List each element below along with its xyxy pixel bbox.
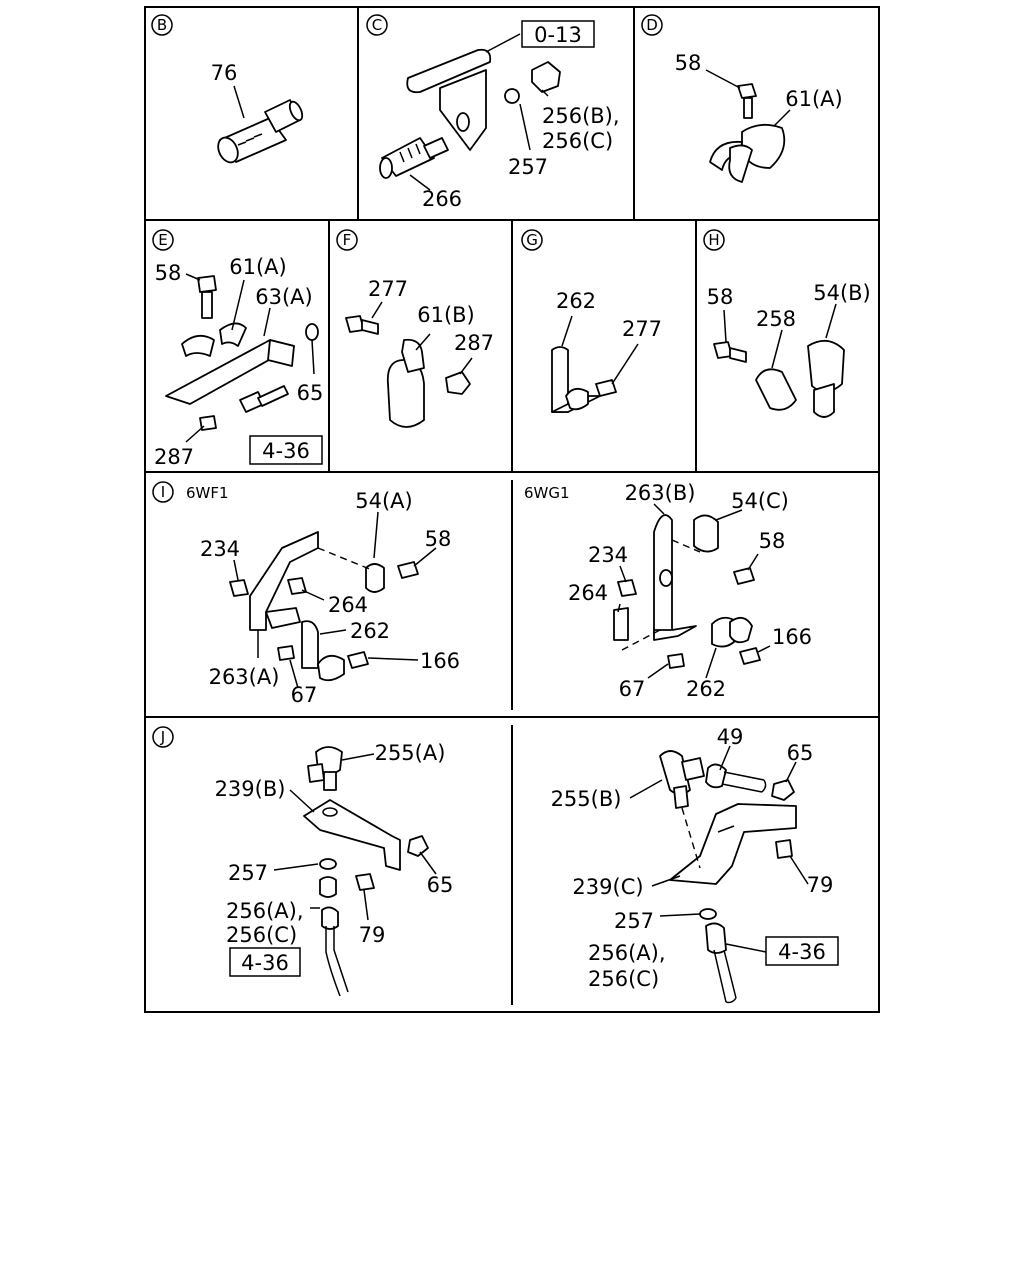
part-label-256-a: 256(A), [588, 941, 666, 965]
part-label-258: 258 [756, 307, 796, 331]
part-label-79: 79 [807, 873, 834, 897]
panel-f-letter: F [343, 231, 352, 249]
panel-j-left: J 4-36 255(A) 239(B) 257 65 256(A), 256(… [152, 726, 454, 997]
panel-c: C 0-13 256(B), 256(C) 257 266 [366, 14, 620, 211]
part-label-54-b: 54(B) [813, 281, 871, 305]
part-label-287: 287 [454, 331, 494, 355]
part-label-263-a: 263(A) [209, 665, 280, 689]
diagram-grid [144, 6, 880, 1013]
panel-i-letter: I [161, 483, 165, 501]
part-label-239-b: 239(B) [215, 777, 286, 801]
part-label-58: 58 [759, 529, 786, 553]
part-label-166: 166 [772, 625, 812, 649]
part-label-65: 65 [297, 381, 324, 405]
part-label-266: 266 [422, 187, 462, 211]
panel-i-left: I 6WF1 234 54(A) 58 264 262 166 263(A) [152, 481, 460, 707]
panel-g-letter: G [526, 231, 538, 249]
part-bracket-drawing [659, 750, 797, 1004]
part-label-65: 65 [787, 741, 814, 765]
panel-b: B 76 [151, 14, 304, 164]
panel-i-variant-6wf1: 6WF1 [186, 484, 229, 502]
part-bracket-drawing [303, 746, 429, 997]
part-label-67: 67 [619, 677, 646, 701]
part-label-264: 264 [568, 581, 608, 605]
part-label-63-a: 63(A) [255, 285, 312, 309]
ref-0-13: 0-13 [534, 23, 582, 47]
part-label-58: 58 [425, 527, 452, 551]
part-bracket-drawing [379, 48, 561, 179]
panel-c-letter: C [372, 16, 382, 34]
part-label-61-b: 61(B) [417, 303, 475, 327]
panel-i-variant-6wg1: 6WG1 [524, 484, 570, 502]
part-label-239-c: 239(C) [572, 875, 643, 899]
panel-g: G 262 277 [521, 229, 662, 413]
ref-box-4-36 [229, 947, 301, 977]
part-label-166: 166 [420, 649, 460, 673]
part-label-277: 277 [368, 277, 408, 301]
part-clip-drawing [345, 315, 471, 428]
panel-i-right: 6WG1 263(B) 54(C) 58 234 264 166 67 [524, 481, 812, 701]
panel-j-right: 4-36 49 65 255(B) 239(C) 79 257 256(A) [551, 725, 839, 1004]
part-bracket-drawing [229, 531, 419, 682]
part-label-61-a: 61(A) [785, 87, 842, 111]
ref-4-36-e: 4-36 [262, 439, 310, 463]
part-label-61-a: 61(A) [229, 255, 286, 279]
panel-d-letter: D [646, 16, 658, 34]
part-label-255-a: 255(A) [375, 741, 446, 765]
part-label-256-b: 256(B), [542, 104, 620, 128]
part-clamp-drawing [709, 83, 786, 183]
part-bracket-drawing [551, 346, 617, 413]
part-label-54-a: 54(A) [355, 489, 412, 513]
ref-box-4-36 [765, 936, 839, 966]
part-label-65: 65 [427, 873, 454, 897]
part-bracket-drawing [165, 275, 319, 431]
part-label-256-a: 256(A), [226, 899, 304, 923]
panel-j-letter: J [160, 728, 165, 746]
ref-box-0-13 [521, 20, 595, 48]
part-label-287: 287 [154, 445, 194, 469]
part-bracket-drawing [613, 514, 761, 669]
part-label-58: 58 [675, 51, 702, 75]
part-label-256-c: 256(C) [542, 129, 613, 153]
part-label-234: 234 [588, 543, 628, 567]
part-label-257: 257 [508, 155, 548, 179]
panel-d: D 58 61(A) [641, 14, 843, 183]
part-label-58: 58 [155, 261, 182, 285]
part-label-255-b: 255(B) [551, 787, 622, 811]
part-label-257: 257 [614, 909, 654, 933]
panel-h-letter: H [708, 231, 719, 249]
ref-4-36-j-right: 4-36 [778, 940, 826, 964]
panel-e-letter: E [158, 231, 167, 249]
part-label-277: 277 [622, 317, 662, 341]
ref-box-4-36 [249, 435, 323, 465]
panel-b-letter: B [157, 16, 167, 34]
panel-e: E 4-36 58 61(A) 63(A) 65 287 [152, 229, 324, 469]
part-label-264: 264 [328, 593, 368, 617]
part-label-262: 262 [556, 289, 596, 313]
part-label-263-b: 263(B) [625, 481, 696, 505]
panel-f: F 277 61(B) 287 [336, 229, 494, 428]
part-clamp-drawing [713, 340, 845, 418]
part-label-67: 67 [291, 683, 318, 707]
part-label-79: 79 [359, 923, 386, 947]
part-label-54-c: 54(C) [731, 489, 789, 513]
part-label-58: 58 [707, 285, 734, 309]
part-label-262: 262 [350, 619, 390, 643]
part-label-256-c: 256(C) [226, 923, 297, 947]
part-label-76: 76 [211, 61, 238, 85]
part-label-234: 234 [200, 537, 240, 561]
panel-h: H 58 258 54(B) [703, 229, 871, 418]
part-label-256-c: 256(C) [588, 967, 659, 991]
part-label-257: 257 [228, 861, 268, 885]
part-label-49: 49 [717, 725, 744, 749]
ref-4-36-j-left: 4-36 [241, 951, 289, 975]
part-76-fitting-drawing [217, 99, 304, 164]
part-label-262: 262 [686, 677, 726, 701]
